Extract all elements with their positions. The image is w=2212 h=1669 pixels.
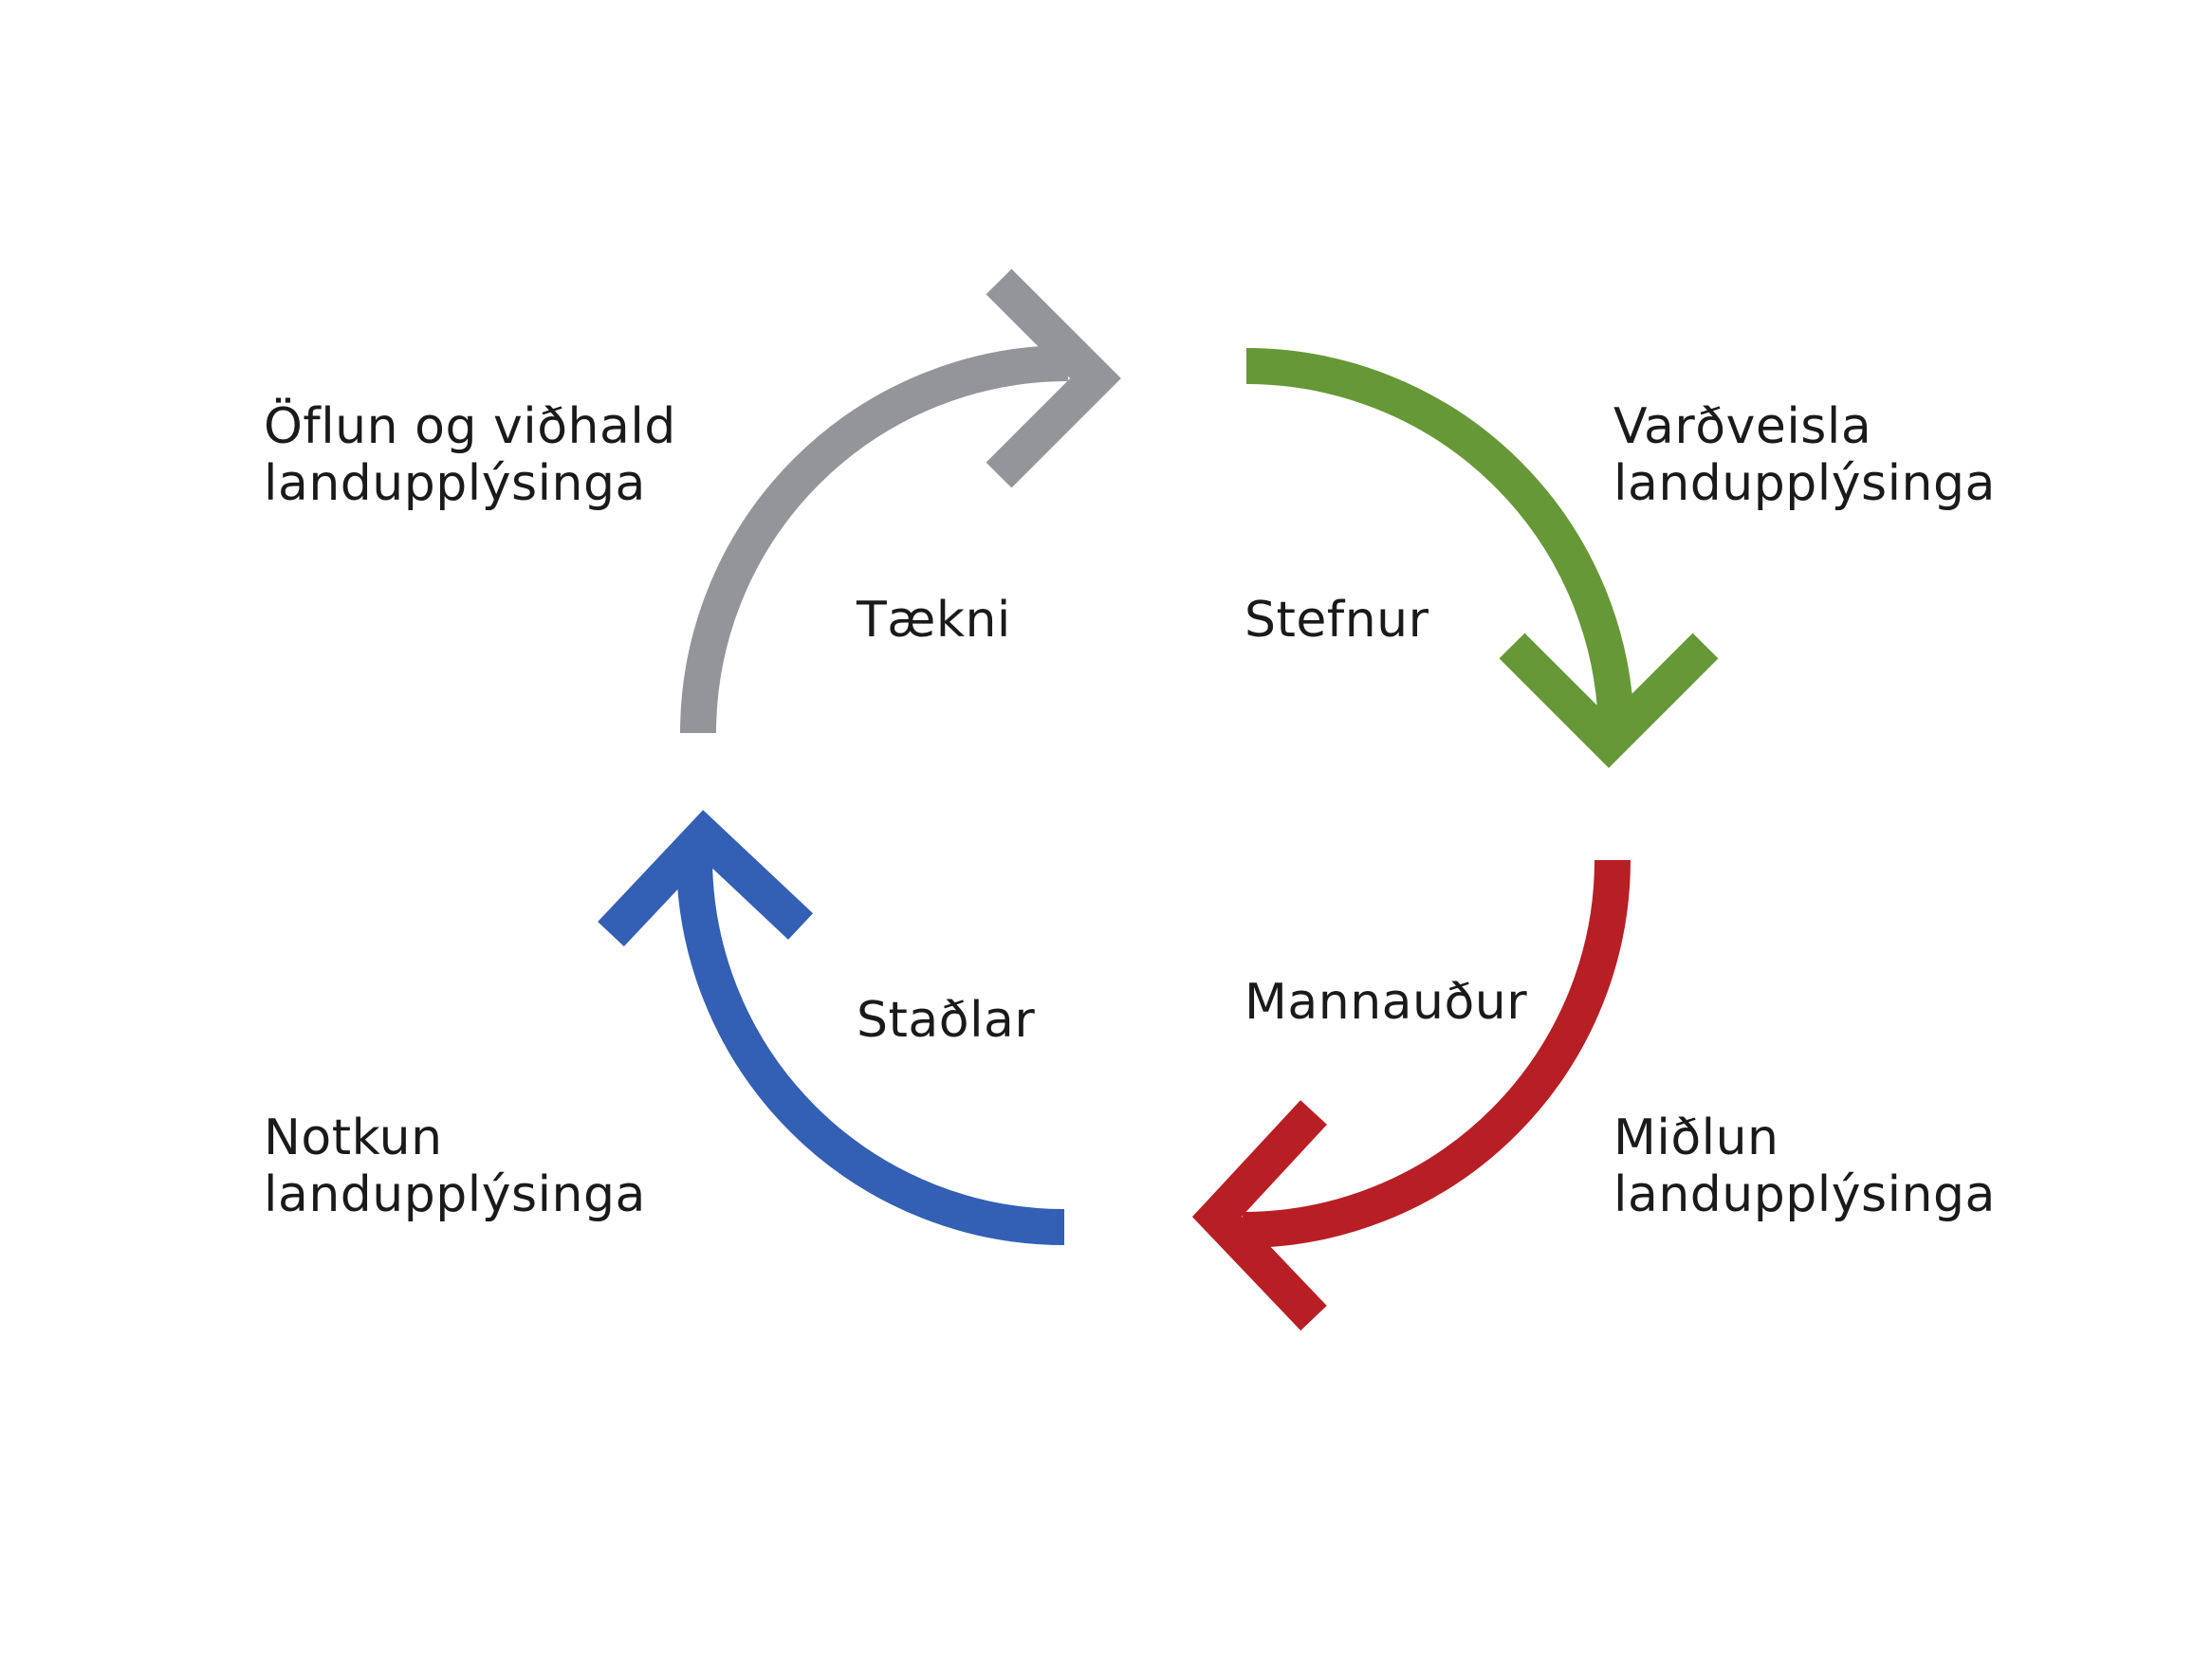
grey-arrow-head (986, 268, 1121, 488)
blue-arrow-head (598, 810, 814, 947)
outer-label-vardveisla: Varðveisla landupplýsinga (1613, 398, 1996, 512)
outer-label-line: landupplýsinga (264, 1166, 646, 1223)
outer-label-line: landupplýsinga (1613, 1166, 1996, 1223)
grey-arrow (680, 268, 1121, 734)
outer-label-line: landupplýsinga (1613, 455, 1996, 512)
outer-label-oflun: Öflun og viðhald landupplýsinga (264, 398, 676, 512)
grey-arrow-shaft (680, 345, 1069, 734)
outer-label-midlun: Miðlun landupplýsinga (1613, 1110, 1996, 1223)
outer-label-line: Öflun og viðhald (264, 398, 676, 455)
green-arrow-shaft (1245, 348, 1634, 737)
blue-arrow-shaft (676, 856, 1065, 1245)
outer-label-notkun: Notkun landupplýsinga (264, 1110, 646, 1223)
blue-arrow (598, 810, 1065, 1245)
inner-label-stefnur: Stefnur (1244, 592, 1429, 649)
green-arrow-head (1499, 633, 1719, 768)
inner-label-stadlar: Staðlar (857, 992, 1036, 1049)
green-arrow (1245, 348, 1719, 768)
red-arrow-shaft (1242, 859, 1631, 1248)
outer-label-line: landupplýsinga (264, 455, 646, 512)
inner-label-mannaudur: Mannauður (1244, 974, 1528, 1031)
outer-label-line: Miðlun (1613, 1110, 1779, 1166)
inner-label-taekni: Tækni (857, 592, 1011, 649)
outer-label-line: Notkun (264, 1110, 443, 1166)
red-arrow (1191, 859, 1631, 1331)
red-arrow-head (1191, 1100, 1327, 1331)
outer-label-line: Varðveisla (1613, 398, 1872, 455)
